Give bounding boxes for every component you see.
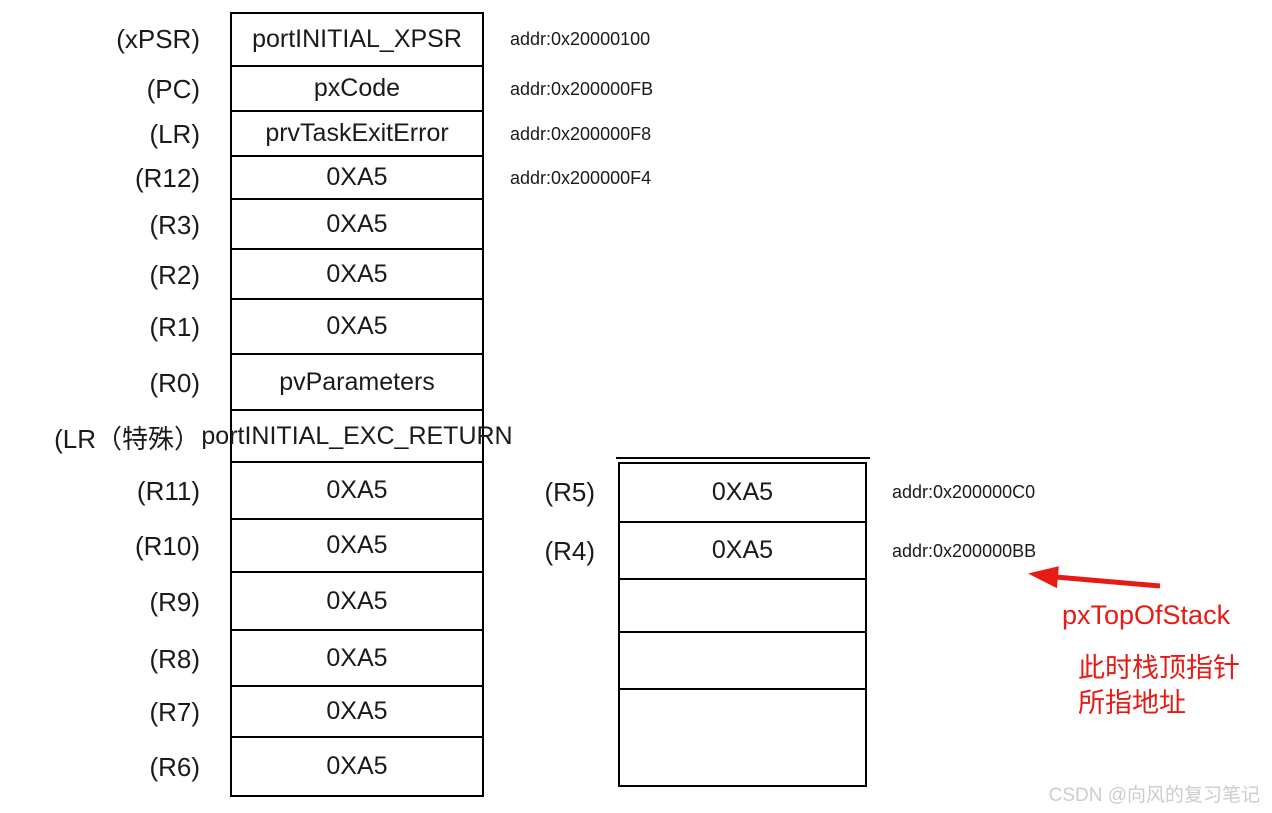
address-label [484,520,510,573]
right-table-top-double-line [616,457,870,459]
address-label [484,300,510,355]
csdn-watermark: CSDN @向风的复习笔记 [1048,785,1260,806]
stack-row: (R2) 0XA5 [0,250,900,300]
stack-cell [618,690,867,787]
stack-cell: pxCode [230,67,484,112]
address-label: addr:0x200000BB [892,541,1037,561]
px-top-of-stack-arrow [1028,566,1161,589]
address-label: addr:0x200000F4 [510,168,652,188]
stack-cell: portINITIAL_EXC_RETURN [201,411,513,463]
stack-cell: pvParameters [230,355,484,411]
stack-cell: 0XA5 [618,523,867,580]
stack-row: (R11) 0XA5 [0,463,900,520]
stack-row: (R0) pvParameters [0,355,900,411]
register-label: (R1) [149,312,200,342]
stack-cell: 0XA5 [230,687,484,738]
register-label: (R5) [544,477,595,507]
stack-row: (R5) 0XA5 addr:0x200000C0 [540,462,1160,523]
register-label: (R9) [149,586,200,617]
px-top-of-stack-label: pxTopOfStack [1062,600,1231,630]
address-label [484,250,510,300]
address-label [484,463,510,520]
register-label [540,633,618,690]
address-label [484,631,510,687]
stack-row: (R10) 0XA5 [0,520,900,573]
address-label: addr:0x200000FB [510,79,654,99]
register-label: (R12) [134,163,200,193]
stack-row: (R6) 0XA5 [0,738,900,797]
stack-pointer-note-line2: 所指地址 [1078,688,1186,718]
stack-row [540,690,1160,787]
stack-cell: 0XA5 [230,738,484,797]
stack-cell: 0XA5 [230,520,484,573]
stack-cell [618,580,867,633]
address-label: addr:0x20000100 [510,29,651,49]
register-label: (LR) [149,119,200,149]
stack-row: (R1) 0XA5 [0,300,900,355]
register-label: (xPSR) [116,24,200,54]
stack-cell: portINITIAL_XPSR [230,12,484,67]
address-label [484,573,510,631]
right-stack-table: (R5) 0XA5 addr:0x200000C0 (R4) 0XA5 addr… [540,462,1160,787]
stack-row: (LR) prvTaskExitError addr:0x200000F8 [0,112,900,157]
address-label: addr:0x200000F8 [510,124,652,144]
address-label: addr:0x200000C0 [892,482,1036,502]
register-label: (R0) [149,367,200,398]
register-label: (R6) [149,752,200,782]
register-label [540,580,618,633]
stack-cell: 0XA5 [230,463,484,520]
stack-row: (R7) 0XA5 [0,687,900,738]
register-label: (R11) [136,476,200,506]
stack-cell: 0XA5 [618,462,867,523]
stack-row [540,580,1160,633]
stack-row: (R3) 0XA5 [0,200,900,250]
stack-cell [618,633,867,690]
register-label: (R4) [544,536,595,566]
address-label [484,411,510,463]
address-label [484,687,510,738]
stack-row: (R9) 0XA5 [0,573,900,631]
stack-cell: prvTaskExitError [230,112,484,157]
register-label: (R10) [134,531,200,561]
register-label: (PC) [146,74,200,104]
left-stack-table: (xPSR) portINITIAL_XPSR addr:0x20000100 … [0,12,900,797]
address-label [867,633,892,690]
address-label [484,200,510,250]
stack-cell: 0XA5 [230,200,484,250]
address-label [484,738,510,797]
address-label [484,355,510,411]
register-label: (R7) [149,697,200,727]
address-label [867,690,892,787]
register-label: (LR（特殊） [54,423,200,454]
stack-row: (R12) 0XA5 addr:0x200000F4 [0,157,900,200]
stack-cell: 0XA5 [230,250,484,300]
stack-row: (R4) 0XA5 addr:0x200000BB [540,523,1160,580]
register-label: (R2) [149,259,200,290]
stack-row: (LR（特殊） portINITIAL_EXC_RETURN [0,411,900,463]
stack-cell: 0XA5 [230,157,484,200]
stack-pointer-note: 此时栈顶指针 所指地址 [1078,651,1240,721]
register-label [540,690,618,787]
register-label: (R3) [149,209,200,240]
address-label [867,580,892,633]
stack-row: (R8) 0XA5 [0,631,900,687]
stack-cell: 0XA5 [230,631,484,687]
stack-row: (xPSR) portINITIAL_XPSR addr:0x20000100 [0,12,900,67]
stack-row: (PC) pxCode addr:0x200000FB [0,67,900,112]
register-label: (R8) [149,643,200,674]
stack-cell: 0XA5 [230,300,484,355]
stack-pointer-note-line1: 此时栈顶指针 [1078,653,1240,683]
stack-row [540,633,1160,690]
stack-cell: 0XA5 [230,573,484,631]
